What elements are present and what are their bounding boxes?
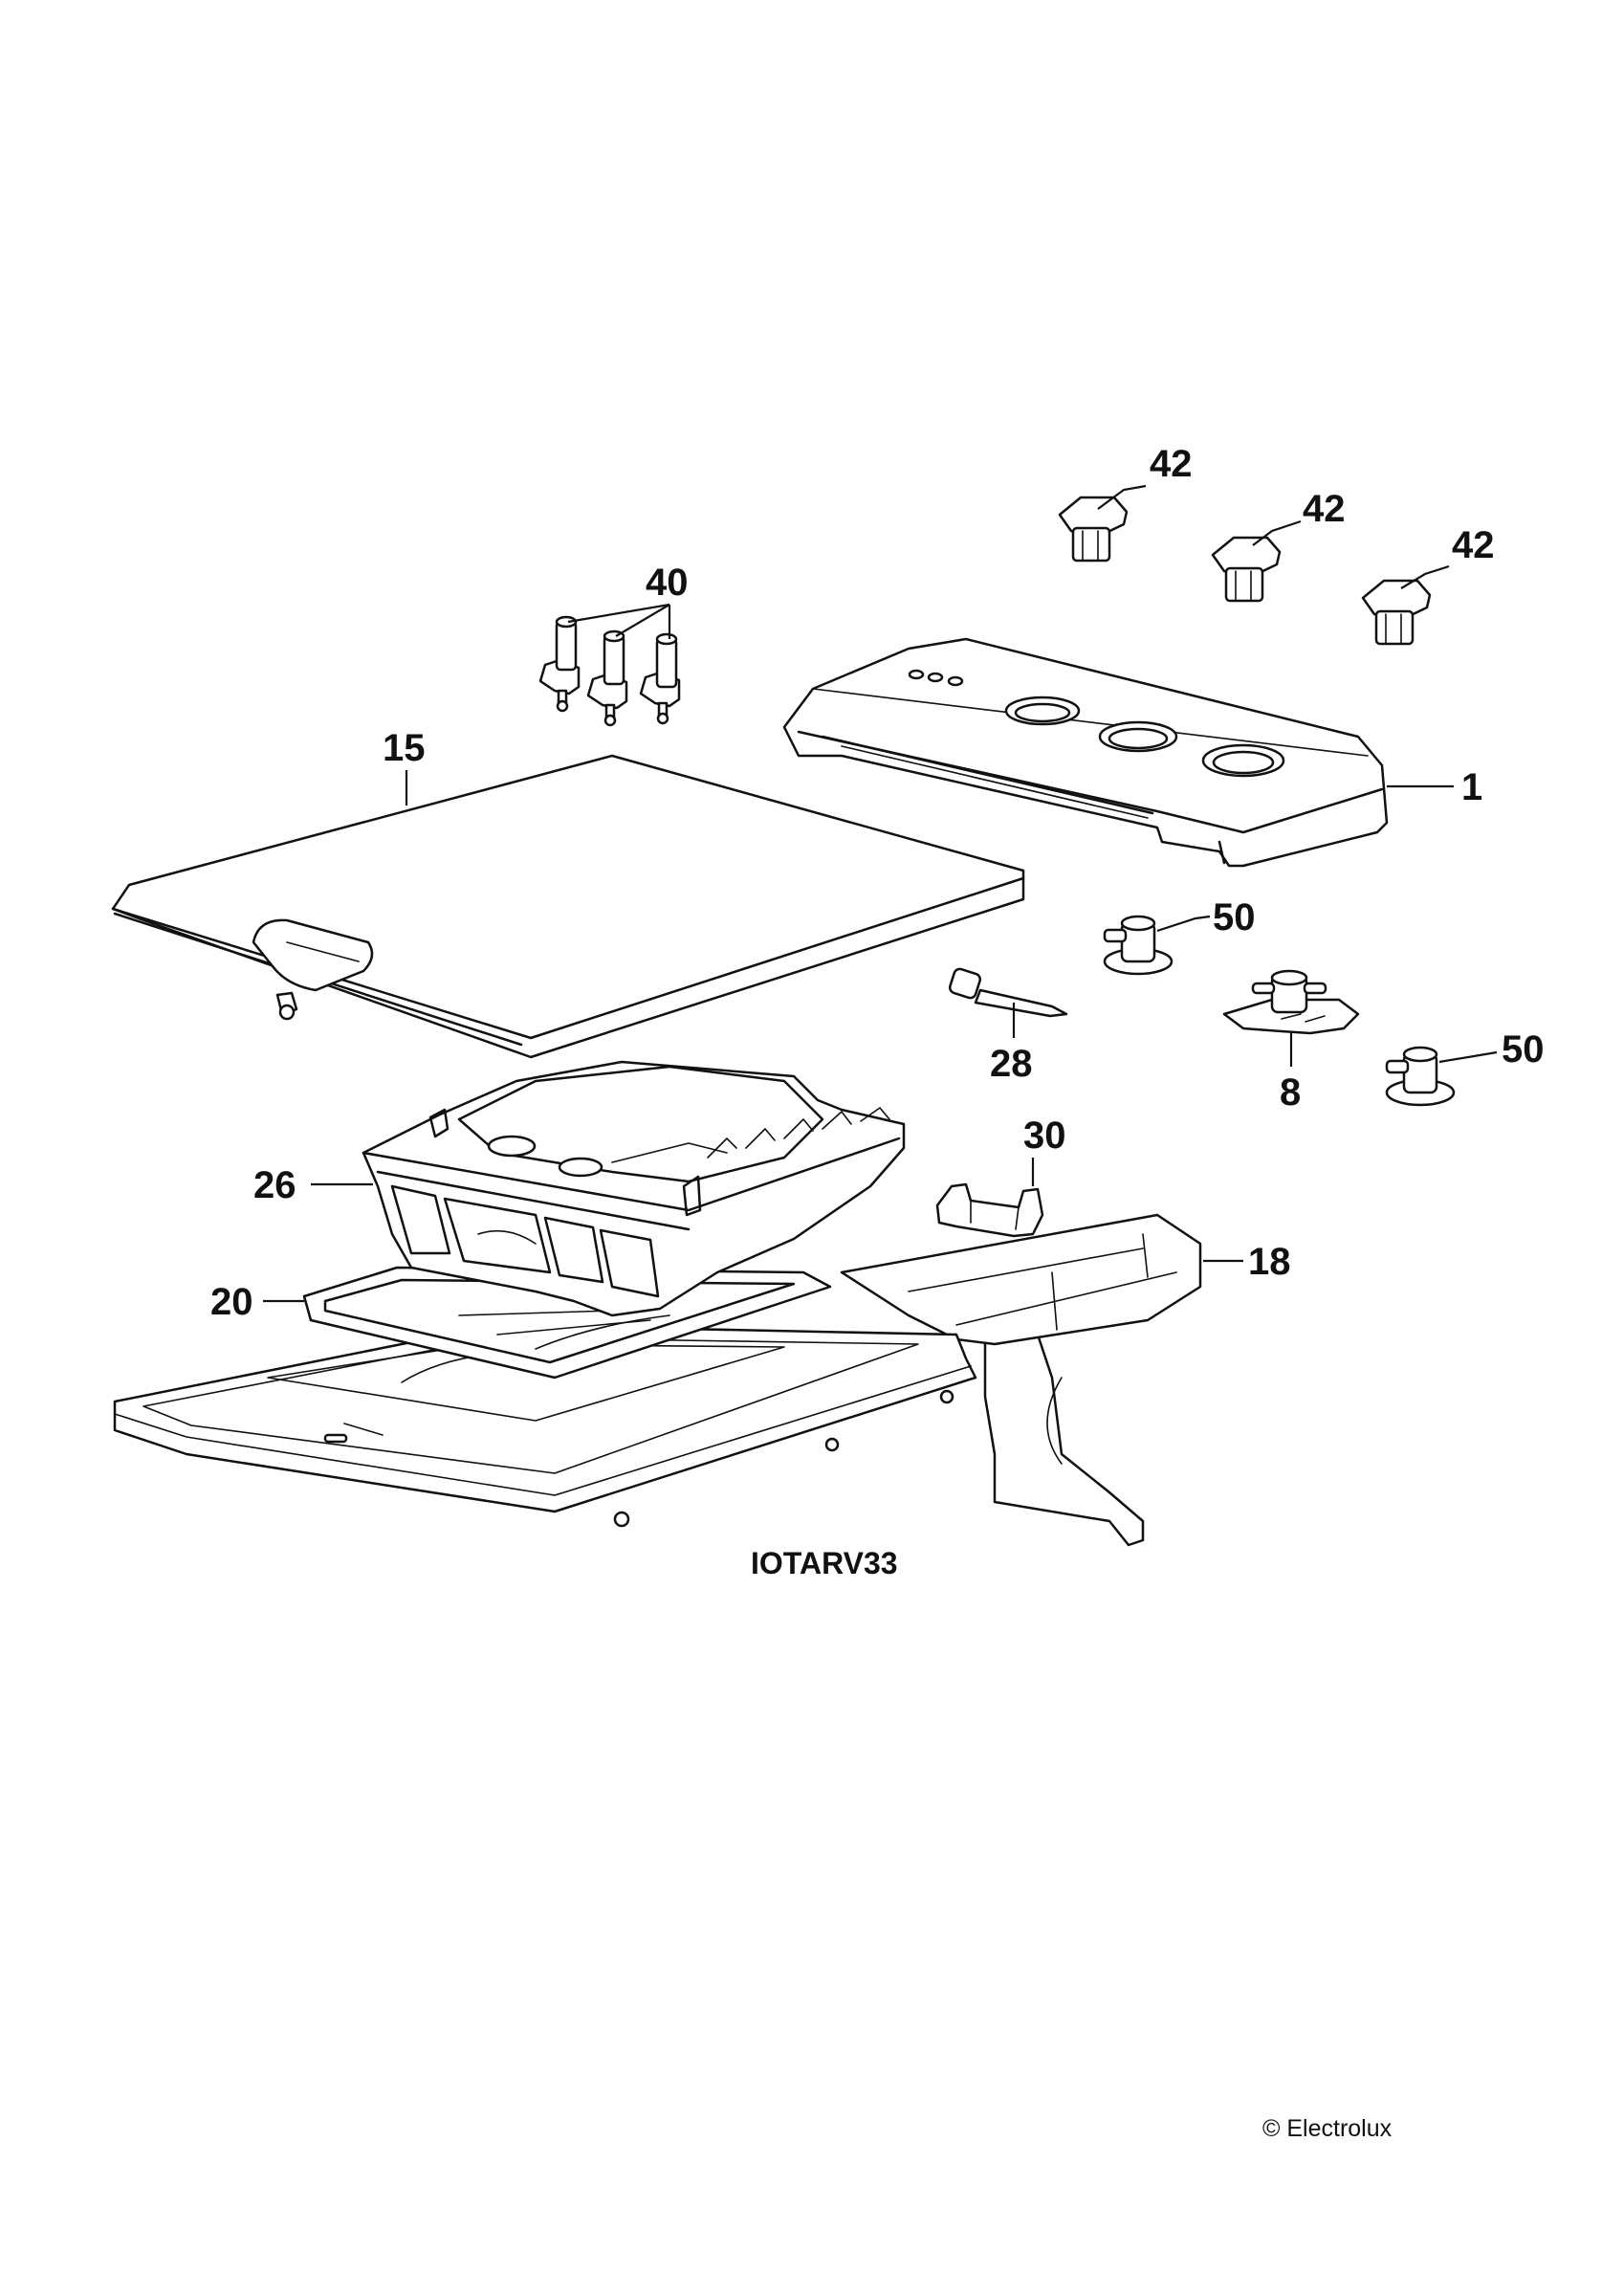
part-8-fitting-plate <box>1222 969 1360 1035</box>
callout-1: 1 <box>1461 766 1482 808</box>
callout-42-third: 42 <box>1452 524 1495 566</box>
callout-20: 20 <box>210 1281 253 1323</box>
callout-18: 18 <box>1248 1241 1291 1283</box>
part-42-knobs <box>1058 496 1432 646</box>
callout-28: 28 <box>990 1043 1033 1085</box>
callout-26: 26 <box>253 1164 296 1206</box>
part-30-bracket-clip <box>935 1182 1044 1238</box>
callout-42-first: 42 <box>1150 443 1193 485</box>
copyright-text: © Electrolux <box>1262 2115 1393 2142</box>
leader-40a <box>567 603 670 624</box>
leader-42b <box>1252 519 1302 546</box>
callout-50-second: 50 <box>1502 1028 1545 1071</box>
callout-15: 15 <box>383 727 426 769</box>
part-15-top-lid <box>111 754 1025 1059</box>
part-20-gasket <box>302 1266 832 1380</box>
callout-8: 8 <box>1280 1071 1301 1114</box>
part-40-push-buttons <box>538 615 681 727</box>
part-28-nozzle-pin <box>948 967 1068 1018</box>
part-26-dispenser-housing <box>362 1060 906 1317</box>
leader-42a <box>1097 484 1147 510</box>
part-50-fittings <box>1103 915 1456 1107</box>
callout-50-first: 50 <box>1213 896 1256 938</box>
leader-42c <box>1400 564 1450 589</box>
diagram-code: IOTARV33 <box>751 1546 898 1580</box>
leader-50b <box>1438 1050 1498 1064</box>
leader-50a <box>1156 915 1211 933</box>
callout-42-second: 42 <box>1303 488 1346 530</box>
leader-40b <box>615 604 670 637</box>
leader-lines <box>263 484 1498 1303</box>
callout-labels: 42 42 42 40 15 1 50 28 8 50 26 30 18 20 <box>210 443 1545 1323</box>
callout-40: 40 <box>646 562 689 604</box>
part-18-base-frame <box>113 1213 1202 1547</box>
callout-30: 30 <box>1023 1115 1066 1157</box>
part-1-control-panel <box>782 637 1389 868</box>
